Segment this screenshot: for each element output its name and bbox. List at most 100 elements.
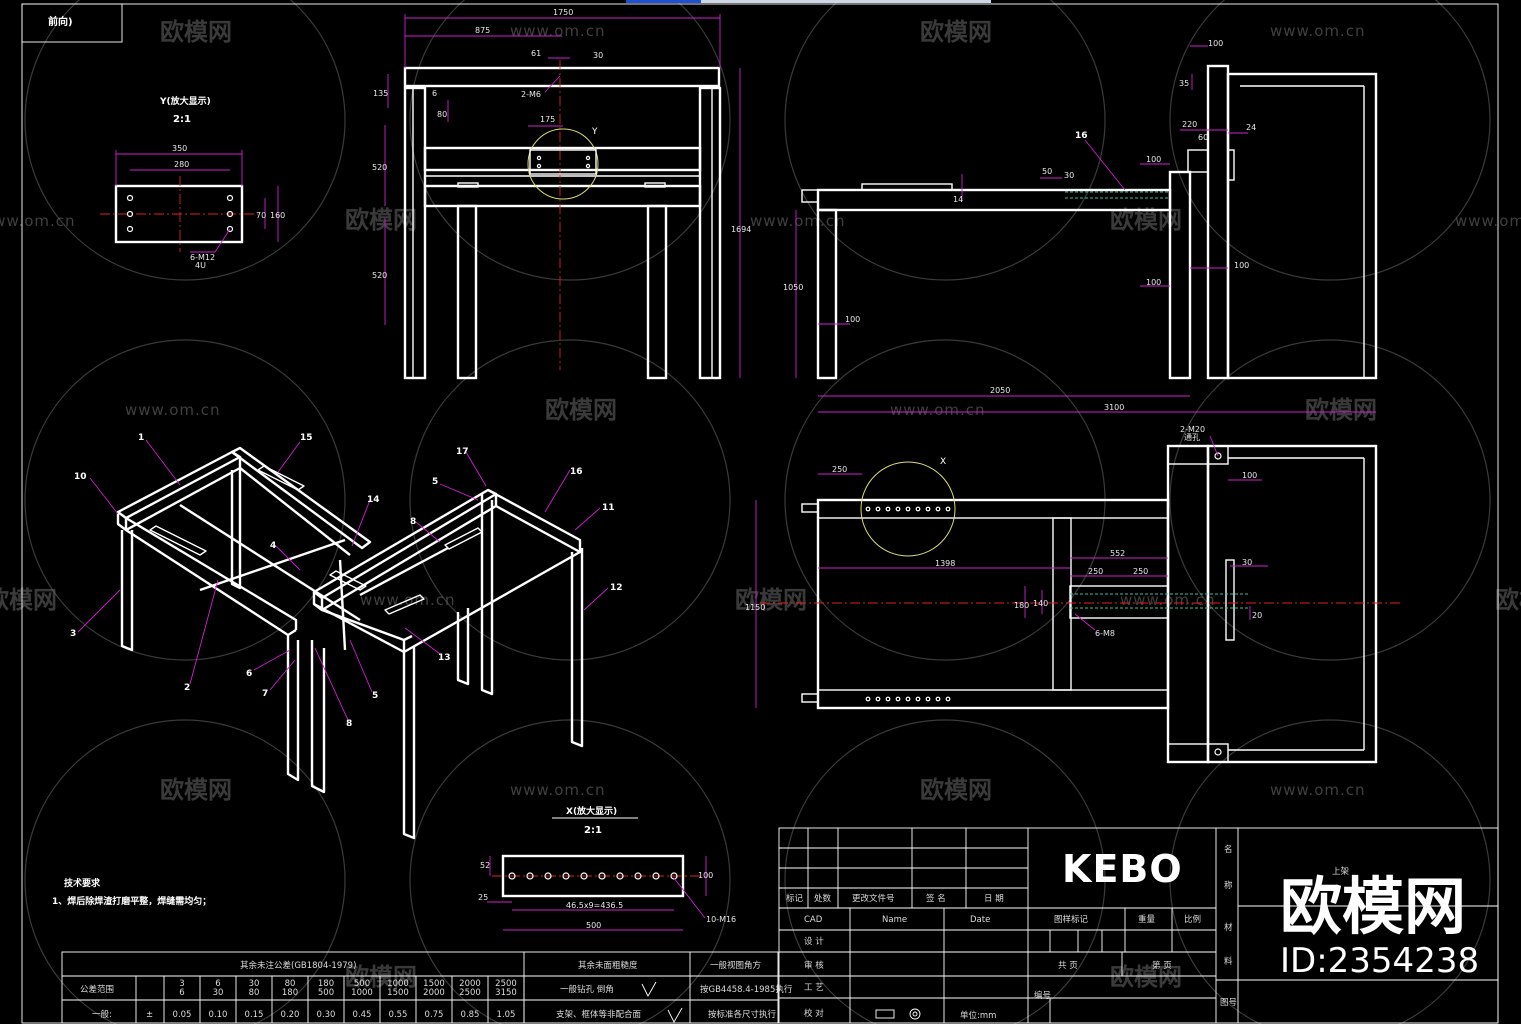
selection-bar [701, 0, 991, 3]
part-number: 4 [270, 541, 276, 551]
tol-surface-r2: 支架、框体等非配合面 [556, 1009, 642, 1020]
tb-date: Date [970, 915, 990, 925]
watermark-brand: 欧模网 [1305, 396, 1377, 424]
tol-value: 0.75 [425, 1010, 444, 1020]
part-number: 13 [438, 653, 451, 663]
watermark-brand: 欧模网 [160, 18, 232, 46]
dim-label: 24 [1246, 123, 1256, 132]
tol-range: 6 [215, 979, 220, 989]
part-number: 16 [570, 467, 583, 477]
x-detail-title: X(放大显示) [566, 805, 617, 817]
dim-label: 30 [593, 51, 603, 60]
part-number: 8 [410, 517, 416, 527]
tol-range: 2500 [495, 979, 517, 989]
dim-label: 520 [372, 163, 387, 172]
dim-label: 2-M20 [1180, 425, 1205, 434]
watermark-url: www.om.cn [125, 401, 221, 419]
y-detail-plate [114, 184, 244, 244]
tb-part-name: 上架 [1332, 867, 1350, 877]
dim-label: 50 [1042, 167, 1052, 176]
dim-label: 180 [1014, 601, 1029, 610]
dim-label: 6-M12 [190, 253, 215, 262]
view-mark-y: Y [591, 127, 598, 137]
dim-label: 52 [480, 861, 490, 870]
dim-label: 100 [1146, 155, 1161, 164]
corner-label-box [21, 3, 123, 43]
dim-label: 1694 [731, 225, 751, 234]
tol-range: 3150 [495, 988, 517, 998]
tb-role: 校 对 [804, 1008, 824, 1019]
part-number: 10 [74, 472, 87, 482]
part-number: 11 [602, 503, 615, 513]
part-number: 6 [246, 669, 252, 679]
dim-label: 3100 [1104, 403, 1124, 412]
dim-label: 220 [1182, 120, 1197, 129]
watermark-url: www.om.cn [0, 212, 76, 230]
watermark-large: 欧模网 [1280, 870, 1466, 943]
tb-sheets-total: 共 页 [1058, 961, 1078, 971]
part-number: 5 [432, 477, 438, 487]
isometric-view: 1 15 10 3 2 4 14 8 6 7 8 5 13 17 5 16 11… [70, 433, 623, 840]
tb-label: 日 期 [984, 894, 1004, 904]
watermark-url: www.om.cn [750, 212, 846, 230]
dim-label: 520 [372, 271, 387, 280]
tb-role: 工 艺 [804, 983, 824, 993]
tb-side: 名 [1224, 844, 1233, 855]
part-number: 12 [610, 583, 623, 593]
tb-label: 图样标记 [1054, 914, 1089, 925]
part-number: 14 [367, 495, 380, 505]
tb-label: 比例 [1184, 914, 1201, 925]
dim-label: 175 [540, 115, 555, 124]
y-detail-scale: 2:1 [173, 114, 191, 125]
dim-label: 140 [1033, 599, 1048, 608]
tol-range: 2000 [459, 979, 481, 989]
tolerance-table: 其余未注公差(GB1804-1979) 其余未面粗糙度 一般视图角方 公差范围 … [61, 951, 793, 1024]
tol-proj-r2: 按标准各尺寸执行 [708, 1009, 777, 1020]
dim-label: 1750 [553, 8, 573, 17]
watermark-brand: 欧模网 [735, 586, 807, 614]
dim-label: 100 [1208, 39, 1223, 48]
dim-label: 10-M16 [706, 915, 736, 924]
tol-range: 1500 [423, 979, 445, 989]
tb-label: 更改文件号 [852, 893, 895, 904]
tol-range: 2500 [459, 988, 481, 998]
tol-range: 30 [249, 979, 260, 989]
x-detail-scale: 2:1 [584, 825, 602, 836]
kebo-logo: KEBO [1062, 847, 1183, 891]
dim-label: 100 [845, 315, 860, 324]
dim-label: 100 [1146, 278, 1161, 287]
dim-label: 100 [698, 871, 713, 880]
part-number: 5 [372, 691, 378, 701]
tol-range: 30 [213, 988, 224, 998]
tol-title: 其余未注公差(GB1804-1979) [240, 960, 356, 971]
tol-value: 0.30 [317, 1010, 336, 1020]
tol-range: 6 [179, 988, 184, 998]
dim-label: 500 [586, 921, 601, 930]
dim-label: 135 [373, 89, 388, 98]
tb-label: 重量 [1138, 914, 1156, 925]
tb-role: 审 核 [804, 960, 824, 971]
tb-label: 处数 [814, 893, 832, 904]
tb-name: Name [882, 915, 907, 925]
dim-label: 280 [174, 160, 189, 169]
tol-value: 1.05 [497, 1010, 516, 1020]
tol-row2-label: 一般: [92, 1009, 112, 1020]
tol-range: 80 [285, 979, 296, 989]
part-number: 7 [262, 689, 268, 699]
tol-range: 500 [318, 988, 334, 998]
tb-side: 称 [1224, 880, 1233, 891]
notes-line: 1、焊后除焊渣打磨平整，焊缝需均匀； [52, 895, 211, 907]
tol-value: 0.85 [461, 1010, 480, 1020]
y-detail-view: Y(放大显示) 2:1 350 280 70 160 6-M12 4U [100, 95, 285, 270]
watermark-brand: 欧模网 [920, 18, 992, 46]
part-number: 2 [184, 683, 190, 693]
dim-label: 20 [1252, 611, 1262, 620]
dim-label: 875 [475, 26, 490, 35]
watermark-url: www.om.cn [510, 22, 606, 40]
dim-label: 100 [1234, 261, 1249, 270]
tb-unit: 单位:mm [960, 1010, 996, 1021]
notes-heading: 技术要求 [64, 877, 101, 889]
corner-label: 前向) [48, 15, 73, 28]
tb-label: 签 名 [926, 893, 946, 904]
